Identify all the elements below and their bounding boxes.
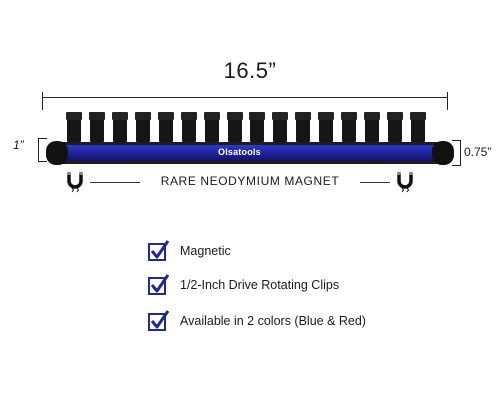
magnet-label: RARE NEODYMIUM MAGNET <box>140 174 360 188</box>
socket-clip <box>387 112 404 142</box>
length-dimension-label: 16.5” <box>223 58 277 83</box>
socket-clip-top <box>66 112 82 120</box>
rail-endcap-right <box>432 141 454 165</box>
height-dimension-right: 0.75” <box>464 145 492 159</box>
socket-clip <box>157 112 174 142</box>
socket-clip <box>295 112 312 142</box>
checkbox-check-icon <box>148 310 170 331</box>
socket-clip <box>226 112 243 142</box>
feature-item: Available in 2 colors (Blue & Red) <box>148 310 408 340</box>
socket-clip-top <box>410 112 426 120</box>
socket-clip-top <box>226 112 243 120</box>
socket-clip-top <box>88 112 105 120</box>
socket-clip-top <box>134 112 151 120</box>
socket-clip <box>364 112 381 142</box>
length-dimension-line <box>42 97 448 98</box>
magnet-icon-left <box>67 172 83 193</box>
socket-clip <box>318 112 335 142</box>
socket-clip-top <box>272 112 289 120</box>
socket-clip <box>134 112 151 142</box>
socket-clip <box>203 112 220 142</box>
socket-clip-top <box>364 112 381 120</box>
socket-clip <box>88 112 105 142</box>
socket-clip-top <box>180 112 197 120</box>
rail-blue-track <box>64 145 436 161</box>
length-dimension-tick-left <box>42 92 43 110</box>
brand-logo: Olsatools <box>218 147 261 157</box>
socket-clip <box>66 112 82 142</box>
socket-clip <box>111 112 128 142</box>
magnet-icon-right <box>397 172 413 193</box>
height-bracket-left <box>38 138 47 162</box>
socket-clip-top <box>157 112 174 120</box>
feature-item: Magnetic <box>148 240 408 270</box>
socket-clip-top <box>318 112 335 120</box>
feature-label: Available in 2 colors (Blue & Red) <box>180 314 366 328</box>
height-dimension-left: 1” <box>13 138 24 152</box>
socket-clip <box>249 112 266 142</box>
socket-clip <box>272 112 289 142</box>
checkbox-check-icon <box>148 274 170 295</box>
length-dimension-tick-right <box>447 92 448 110</box>
rail-endcap-left <box>46 141 68 165</box>
socket-rail: Olsatools <box>46 110 454 170</box>
feature-item: 1/2-Inch Drive Rotating Clips <box>148 274 408 304</box>
feature-label: Magnetic <box>180 244 231 258</box>
socket-clip-top <box>111 112 128 120</box>
socket-clip <box>410 112 426 142</box>
socket-clip-top <box>203 112 220 120</box>
socket-clip-top <box>341 112 358 120</box>
socket-clip-top <box>249 112 266 120</box>
checkbox-check-icon <box>148 240 170 261</box>
height-bracket-right <box>452 140 461 166</box>
feature-label: 1/2-Inch Drive Rotating Clips <box>180 278 340 292</box>
socket-clip <box>341 112 358 142</box>
socket-clip-top <box>295 112 312 120</box>
socket-clip <box>180 112 197 142</box>
socket-clip-top <box>387 112 404 120</box>
